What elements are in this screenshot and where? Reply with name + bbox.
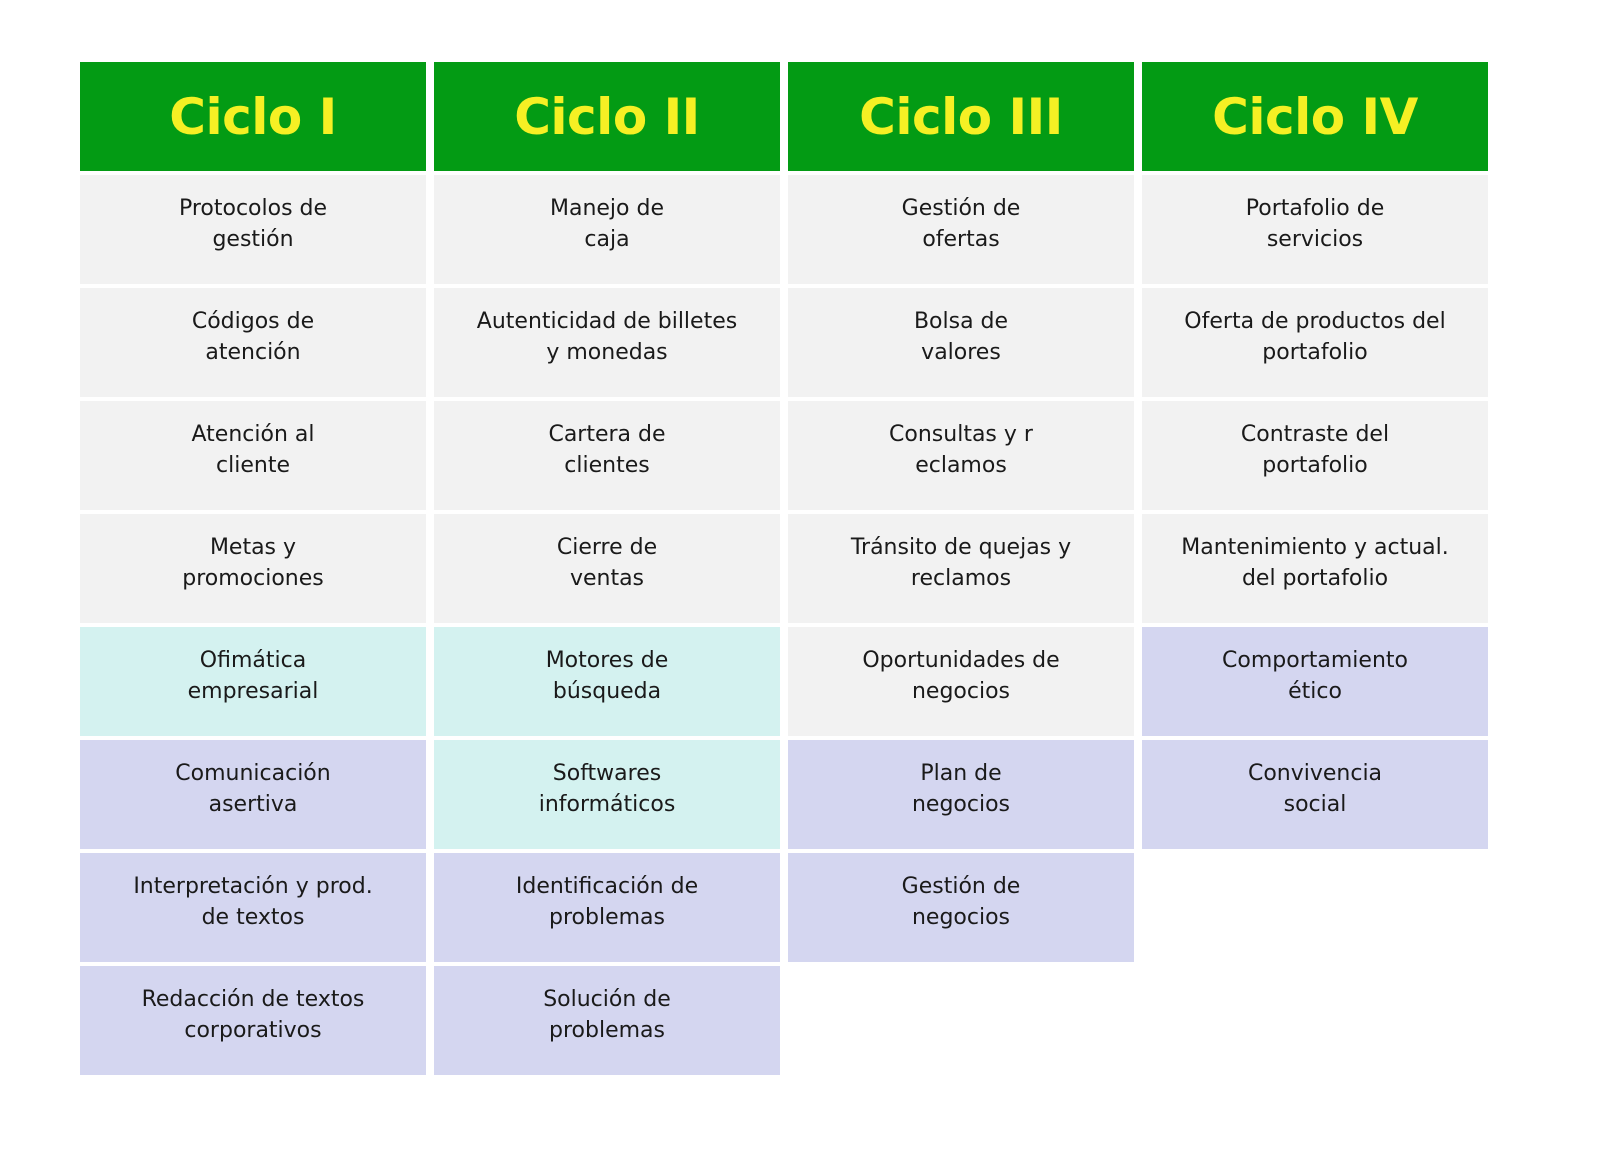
course-label-line: Contraste del <box>1240 422 1390 447</box>
course-label-line: y monedas <box>546 340 668 365</box>
course-label-line: Ofimática <box>199 648 307 673</box>
course-label-line: Redacción de textos <box>141 987 365 1012</box>
course-cell: Convivencia social <box>1142 740 1488 849</box>
course-label-line: asertiva <box>208 792 298 817</box>
course-cell: Gestión de negocios <box>788 853 1134 962</box>
course-label-line: eclamos <box>915 453 1007 478</box>
course-label-line: Oferta de productos del <box>1184 309 1446 334</box>
course-cell: Identificación de problemas <box>434 853 780 962</box>
course-label-line: del portafolio <box>1241 566 1389 591</box>
course-label-line: informáticos <box>538 792 676 817</box>
course-label-line: Gestión de <box>901 874 1021 899</box>
course-label-line: reclamos <box>910 566 1012 591</box>
course-label-line: negocios <box>911 905 1011 930</box>
course-cell: Contraste del portafolio <box>1142 401 1488 510</box>
course-cell: Ofimática empresarial <box>80 627 426 736</box>
course-label-line: Plan de <box>920 761 1002 786</box>
course-label-line: Cierre de <box>556 535 658 560</box>
cycle-title: Ciclo III <box>859 87 1063 146</box>
course-label-line: búsqueda <box>552 679 662 704</box>
course-cell: Protocolos de gestión <box>80 175 426 284</box>
course-label-line: Oportunidades de <box>862 648 1060 673</box>
course-cell: Comportamiento ético <box>1142 627 1488 736</box>
course-label-line: Comportamiento <box>1222 648 1408 673</box>
course-label-line: Manejo de <box>549 196 664 221</box>
course-label-line: cliente <box>216 453 290 478</box>
course-cell: Cartera de clientes <box>434 401 780 510</box>
course-cell: Oferta de productos del portafolio <box>1142 288 1488 397</box>
course-label-line: Portafolio de <box>1245 196 1385 221</box>
course-cell: Consultas y r eclamos <box>788 401 1134 510</box>
course-label-line: ético <box>1288 679 1342 704</box>
course-label-line: Consultas y r <box>889 422 1033 447</box>
course-label-line: problemas <box>549 1018 665 1043</box>
course-label-line: de textos <box>201 905 305 930</box>
course-cell: Solución de problemas <box>434 966 780 1075</box>
course-label-line: problemas <box>549 905 665 930</box>
course-cell: Comunicación asertiva <box>80 740 426 849</box>
course-cell: Atención al cliente <box>80 401 426 510</box>
course-label-line: Interpretación y prod. <box>133 874 373 899</box>
course-cell: Tránsito de quejas y reclamos <box>788 514 1134 623</box>
course-cell: Plan de negocios <box>788 740 1134 849</box>
course-label-line: Comunicación <box>175 761 331 786</box>
course-label-line: Solución de <box>543 987 671 1012</box>
course-label-line: ventas <box>569 566 645 591</box>
course-label-line: Identificación de <box>515 874 699 899</box>
course-cell: Portafolio de servicios <box>1142 175 1488 284</box>
course-label-line: Metas y <box>209 535 297 560</box>
course-label-line: social <box>1283 792 1347 817</box>
course-cell: Bolsa de valores <box>788 288 1134 397</box>
course-label-line: Autenticidad de billetes <box>476 309 738 334</box>
course-label-line: promociones <box>182 566 324 591</box>
cycle-header: Ciclo II <box>434 62 780 171</box>
course-label-line: clientes <box>564 453 650 478</box>
cycle-title: Ciclo IV <box>1212 87 1418 146</box>
course-cell: Softwares informáticos <box>434 740 780 849</box>
course-label-line: Softwares <box>552 761 662 786</box>
course-cell: Mantenimiento y actual. del portafolio <box>1142 514 1488 623</box>
cycle-title: Ciclo I <box>169 87 337 146</box>
cycle-title: Ciclo II <box>514 87 700 146</box>
course-label-line: Cartera de <box>548 422 666 447</box>
course-label-line: servicios <box>1266 227 1364 252</box>
course-label-line: Motores de <box>545 648 669 673</box>
course-label-line: atención <box>205 340 301 365</box>
course-label-line: Atención al <box>191 422 315 447</box>
cycle-header: Ciclo I <box>80 62 426 171</box>
course-label-line: valores <box>921 340 1001 365</box>
course-label-line: ofertas <box>922 227 1000 252</box>
course-cell: Oportunidades de negocios <box>788 627 1134 736</box>
course-label-line: empresarial <box>187 679 319 704</box>
course-label-line: Bolsa de <box>913 309 1009 334</box>
course-cell: Códigos de atención <box>80 288 426 397</box>
course-label-line: caja <box>584 227 630 252</box>
course-label-line: Tránsito de quejas y <box>850 535 1072 560</box>
course-label-line: portafolio <box>1262 453 1368 478</box>
cycle-header: Ciclo IV <box>1142 62 1488 171</box>
course-label-line: Gestión de <box>901 196 1021 221</box>
course-cell: Manejo de caja <box>434 175 780 284</box>
course-cell: Motores de búsqueda <box>434 627 780 736</box>
course-label-line: Convivencia <box>1247 761 1383 786</box>
course-cell: Gestión de ofertas <box>788 175 1134 284</box>
course-label-line: negocios <box>911 792 1011 817</box>
course-cell: Redacción de textos corporativos <box>80 966 426 1075</box>
course-label-line: portafolio <box>1262 340 1368 365</box>
course-label-line: Protocolos de <box>178 196 328 221</box>
course-cell: Interpretación y prod. de textos <box>80 853 426 962</box>
cycle-header: Ciclo III <box>788 62 1134 171</box>
course-label-line: negocios <box>911 679 1011 704</box>
course-cell: Autenticidad de billetes y monedas <box>434 288 780 397</box>
course-label-line: corporativos <box>184 1018 322 1043</box>
course-label-line: Mantenimiento y actual. <box>1181 535 1449 560</box>
course-label-line: gestión <box>212 227 294 252</box>
course-label-line: Códigos de <box>191 309 315 334</box>
course-cell: Cierre de ventas <box>434 514 780 623</box>
course-cell: Metas y promociones <box>80 514 426 623</box>
